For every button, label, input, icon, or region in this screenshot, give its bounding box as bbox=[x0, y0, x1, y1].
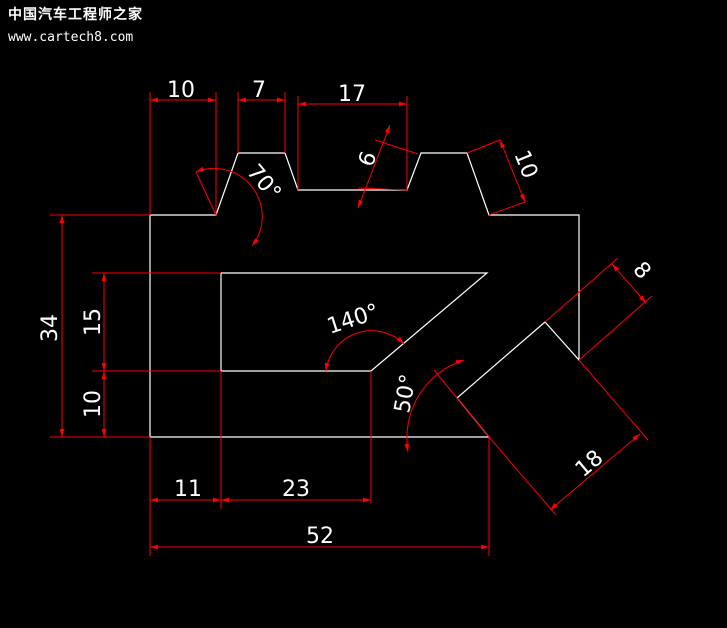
outer-profile bbox=[149, 152, 580, 438]
dim-overall-52: 52 bbox=[306, 524, 334, 549]
watermark-url: www.cartech8.com bbox=[8, 30, 134, 45]
dim-bottom-23: 23 bbox=[282, 477, 310, 502]
dim-slot-depth-6: 6 bbox=[354, 148, 382, 170]
dim-top-17: 17 bbox=[338, 82, 366, 107]
dim-height-10: 10 bbox=[81, 390, 106, 418]
dim-top-7: 7 bbox=[252, 78, 266, 103]
dim-height-34: 34 bbox=[38, 314, 63, 342]
dim-height-15: 15 bbox=[81, 308, 106, 336]
watermark-title: 中国汽车工程师之家 bbox=[8, 7, 143, 23]
dim-tab-18: 18 bbox=[571, 445, 609, 482]
dim-angle-50: 50° bbox=[390, 372, 421, 415]
dim-angle-70: 70° bbox=[241, 160, 285, 206]
dim-angle-140: 140° bbox=[324, 300, 382, 340]
part-outline bbox=[149, 152, 580, 438]
dim-right-notch-10: 10 bbox=[508, 147, 542, 182]
dim-bottom-11: 11 bbox=[174, 477, 202, 502]
dimension-labels: 10 7 17 6 10 70° 34 15 10 140° 50° 8 18 … bbox=[38, 78, 655, 549]
dim-tab-8: 8 bbox=[628, 257, 656, 284]
dimension-lines bbox=[50, 92, 653, 556]
dim-top-10: 10 bbox=[167, 78, 195, 103]
